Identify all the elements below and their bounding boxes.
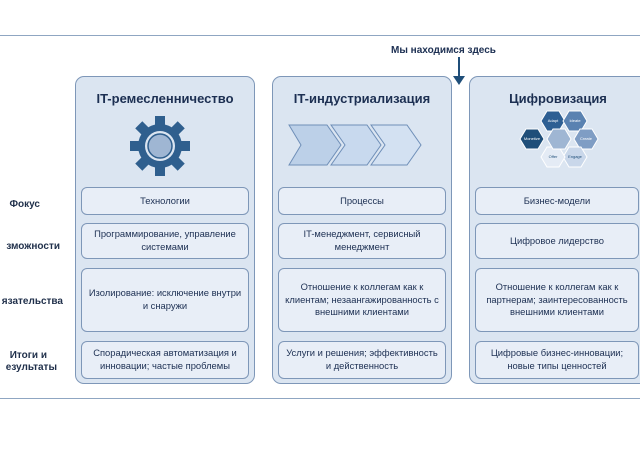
cell-results: Цифровые бизнес-инновации; новые типы це… — [475, 341, 639, 379]
hex-label: Create — [580, 136, 593, 141]
cell-opportunities: IT-менеджмент, сервисный менеджмент — [278, 223, 446, 259]
we-are-here-label: Мы находимся здесь — [391, 45, 496, 56]
hexagon-cycle-icon: Adapt Ideate Create Engage Offer Monetiz… — [519, 110, 599, 168]
column-digitalization: Цифровизация Adapt Ideate Create Engage … — [469, 76, 640, 384]
cell-results: Спорадическая автоматизация и инновации;… — [81, 341, 249, 379]
hex-label: Adapt — [548, 118, 559, 123]
column-it-industrialization: IT-индустриализация Процессы IT-менеджме… — [272, 76, 452, 384]
hex-label: Engage — [568, 154, 583, 159]
column-it-craft: IT-ремесленничество Технологии Программи… — [75, 76, 255, 384]
gear-icon — [130, 116, 190, 176]
cell-obligations: Отношение к коллегам как к партнерам; за… — [475, 268, 639, 332]
row-label-results-1: Итоги и — [9, 350, 47, 361]
cell-focus: Процессы — [278, 187, 446, 215]
chevron-arrows-icon — [288, 124, 422, 166]
column-title: Цифровизация — [509, 91, 607, 106]
top-frame-line — [0, 35, 640, 36]
cell-results: Услуги и решения; эффективность и действ… — [278, 341, 446, 379]
bottom-frame-line — [0, 398, 640, 399]
down-arrow-icon — [453, 57, 465, 85]
row-label-focus: Фокус — [9, 199, 40, 210]
cell-opportunities: Цифровое лидерство — [475, 223, 639, 259]
column-title: IT-ремесленничество — [96, 91, 234, 106]
hex-label: Monetize — [524, 136, 541, 141]
cell-obligations: Отношение к коллегам как к клиентам; нез… — [278, 268, 446, 332]
row-label-opportunities: зможности — [6, 241, 60, 252]
cell-focus: Технологии — [81, 187, 249, 215]
cell-focus: Бизнес-модели — [475, 187, 639, 215]
row-label-obligations: язательства — [1, 296, 63, 307]
row-label-results-2: езультаты — [5, 362, 57, 373]
hex-label: Offer — [549, 154, 558, 159]
hex-label: Ideate — [569, 118, 581, 123]
cell-obligations: Изолирование: исключение внутри и снаруж… — [81, 268, 249, 332]
cell-opportunities: Программирование, управление системами — [81, 223, 249, 259]
column-title: IT-индустриализация — [293, 91, 431, 106]
